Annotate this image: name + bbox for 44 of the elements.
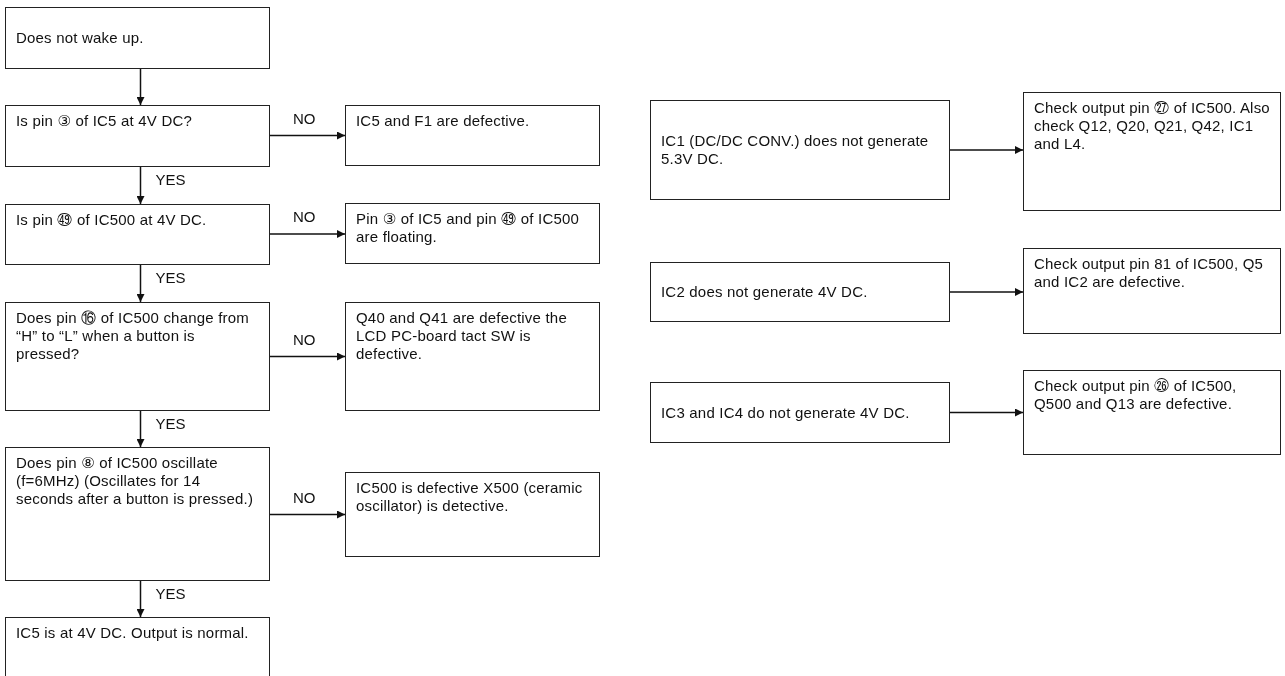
process-box — [1023, 92, 1281, 211]
process-box — [5, 302, 270, 411]
box-text: IC500 is defective X500 (ceramic oscillator) is detective. — [356, 479, 584, 515]
process-box — [345, 302, 600, 411]
box-text: Is pin ㊾ of IC500 at 4V DC. — [16, 211, 208, 229]
box-text: IC3 and IC4 do not generate 4V DC. — [661, 403, 911, 422]
arrow — [269, 131, 346, 140]
box-text: IC5 is at 4V DC. Output is normal. — [16, 624, 250, 642]
process-box — [650, 262, 950, 322]
arrow — [269, 510, 346, 519]
box-text: IC2 does not generate 4V DC. — [661, 283, 869, 301]
box-text: Check output pin ㉗ of IC500. Also check Q12, Q20, Q21, Q42, IC1 and L4. — [1034, 99, 1270, 153]
process-box — [345, 472, 600, 557]
box-text: Does pin ⑯ of IC500 change from “H” to “L” when a button is pressed? — [16, 309, 250, 363]
process-box — [1023, 248, 1281, 334]
arrow — [136, 410, 145, 448]
process-box — [1023, 370, 1281, 455]
box-text: Check output pin ㉖ of IC500, Q500 and Q13 are defective. — [1034, 377, 1238, 413]
arrow — [136, 580, 145, 618]
arrow — [949, 408, 1024, 417]
process-box — [5, 7, 270, 69]
arrow — [136, 166, 145, 205]
box-text: Check output pin 81 of IC500, Q5 and IC2 are defective. — [1034, 255, 1265, 291]
box-text: IC1 (DC/DC CONV.) does not generate 5.3V DC. — [661, 132, 930, 168]
arrow — [269, 352, 346, 361]
process-box — [650, 382, 950, 443]
arrow — [136, 68, 145, 106]
process-box — [650, 100, 950, 200]
process-box — [345, 105, 600, 166]
process-box — [5, 105, 270, 167]
box-text: Does not wake up. — [16, 29, 145, 47]
arrow — [949, 288, 1024, 296]
process-box — [5, 204, 270, 265]
box-text: Does pin ⑧ of IC500 oscillate (f=6MHz) (Oscillates for 14 seconds after a button is pressed.) — [16, 454, 255, 508]
box-text: Q40 and Q41 are defective the LCD PC-board tact SW is defective. — [356, 309, 568, 363]
process-box — [5, 617, 270, 676]
box-text: IC5 and F1 are defective. — [356, 112, 531, 130]
process-box — [5, 447, 270, 581]
box-text: Is pin ③ of IC5 at 4V DC? — [16, 112, 194, 130]
arrow — [949, 146, 1024, 154]
arrow — [136, 264, 145, 303]
process-box — [345, 203, 600, 264]
arrow — [269, 230, 346, 238]
box-text: Pin ③ of IC5 and pin ㊾ of IC500 are floating. — [356, 210, 581, 246]
